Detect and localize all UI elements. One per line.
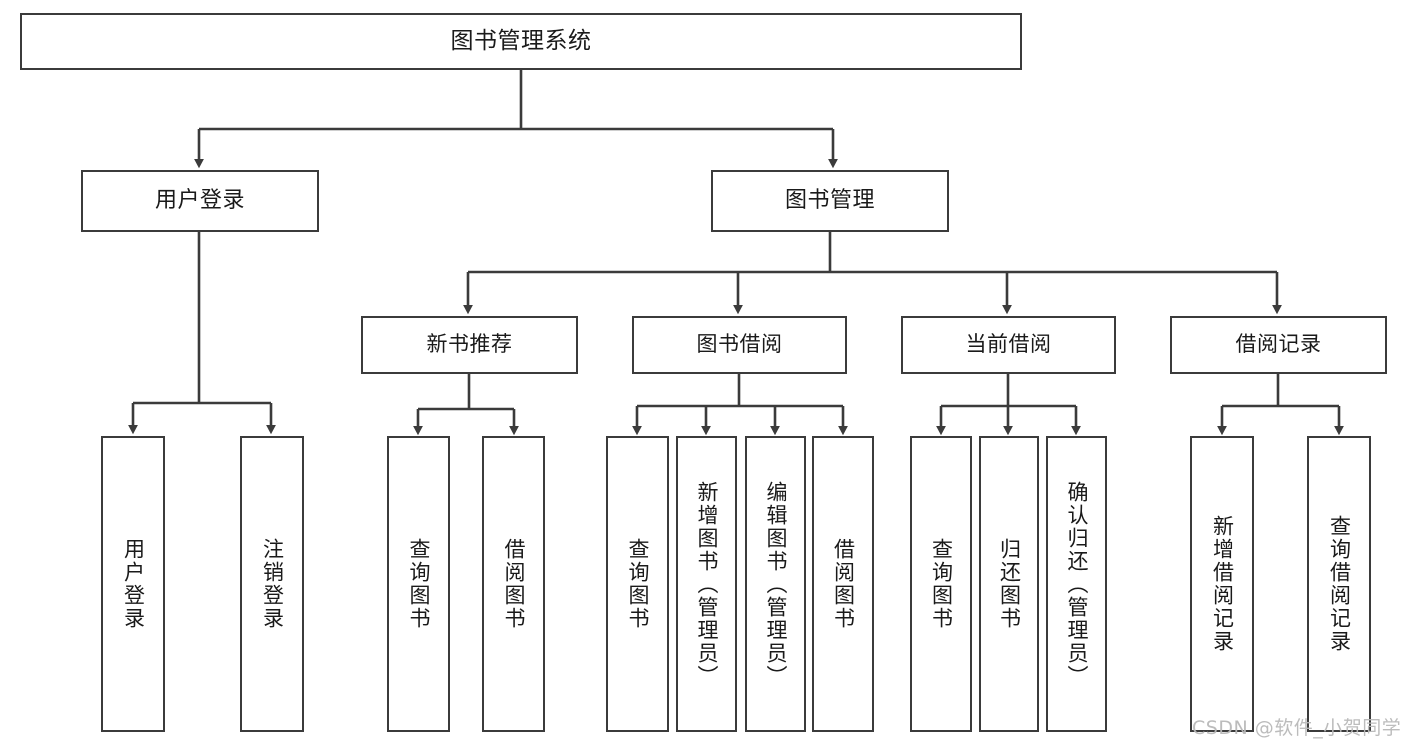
node-book-borrow-label: 图书借阅	[696, 332, 783, 357]
node-root[interactable]: 图书管理系统	[20, 13, 1022, 70]
node-book-borrow[interactable]: 图书借阅	[632, 316, 847, 374]
node-current-borrow[interactable]: 当前借阅	[901, 316, 1116, 374]
node-leaf-borrow-book-2-label: 借阅图书	[831, 538, 856, 630]
node-leaf-query-book-2-label: 查询图书	[625, 538, 650, 630]
node-leaf-query-book-1-label: 查询图书	[406, 538, 431, 630]
node-user-login[interactable]: 用户登录	[81, 170, 319, 232]
node-user-login-label: 用户登录	[154, 187, 245, 213]
node-leaf-query-book-1[interactable]: 查询图书	[387, 436, 450, 732]
node-leaf-borrow-book-1-label: 借阅图书	[501, 538, 526, 630]
node-leaf-query-book-3[interactable]: 查询图书	[910, 436, 972, 732]
node-leaf-query-record-label: 查询借阅记录	[1327, 515, 1352, 653]
node-leaf-edit-book[interactable]: 编辑图书（管理员）	[745, 436, 806, 732]
node-root-label: 图书管理系统	[450, 27, 592, 54]
node-leaf-query-book-2[interactable]: 查询图书	[606, 436, 669, 732]
node-leaf-user-login-label: 用户登录	[121, 538, 146, 630]
node-leaf-add-record-label: 新增借阅记录	[1210, 515, 1235, 653]
node-leaf-edit-book-label: 编辑图书（管理员）	[763, 480, 788, 688]
node-current-borrow-label: 当前借阅	[965, 332, 1052, 357]
node-leaf-logout[interactable]: 注销登录	[240, 436, 304, 732]
node-borrow-record[interactable]: 借阅记录	[1170, 316, 1387, 374]
node-leaf-add-book[interactable]: 新增图书（管理员）	[676, 436, 737, 732]
node-leaf-query-record[interactable]: 查询借阅记录	[1307, 436, 1371, 732]
node-new-book-rec[interactable]: 新书推荐	[361, 316, 578, 374]
node-leaf-user-login[interactable]: 用户登录	[101, 436, 165, 732]
node-leaf-add-record[interactable]: 新增借阅记录	[1190, 436, 1254, 732]
node-leaf-borrow-book-2[interactable]: 借阅图书	[812, 436, 874, 732]
node-new-book-rec-label: 新书推荐	[426, 332, 513, 357]
watermark: CSDN @软件_小贺同学	[1192, 717, 1402, 739]
node-book-manage[interactable]: 图书管理	[711, 170, 949, 232]
node-book-manage-label: 图书管理	[784, 187, 875, 213]
node-borrow-record-label: 借阅记录	[1235, 332, 1322, 357]
node-leaf-logout-label: 注销登录	[260, 538, 285, 630]
node-leaf-query-book-3-label: 查询图书	[929, 538, 954, 630]
node-leaf-confirm-return-label: 确认归还（管理员）	[1064, 480, 1089, 688]
node-leaf-borrow-book-1[interactable]: 借阅图书	[482, 436, 545, 732]
node-leaf-add-book-label: 新增图书（管理员）	[694, 480, 719, 688]
node-leaf-confirm-return[interactable]: 确认归还（管理员）	[1046, 436, 1107, 732]
node-leaf-return-book-label: 归还图书	[997, 538, 1022, 630]
node-leaf-return-book[interactable]: 归还图书	[979, 436, 1039, 732]
